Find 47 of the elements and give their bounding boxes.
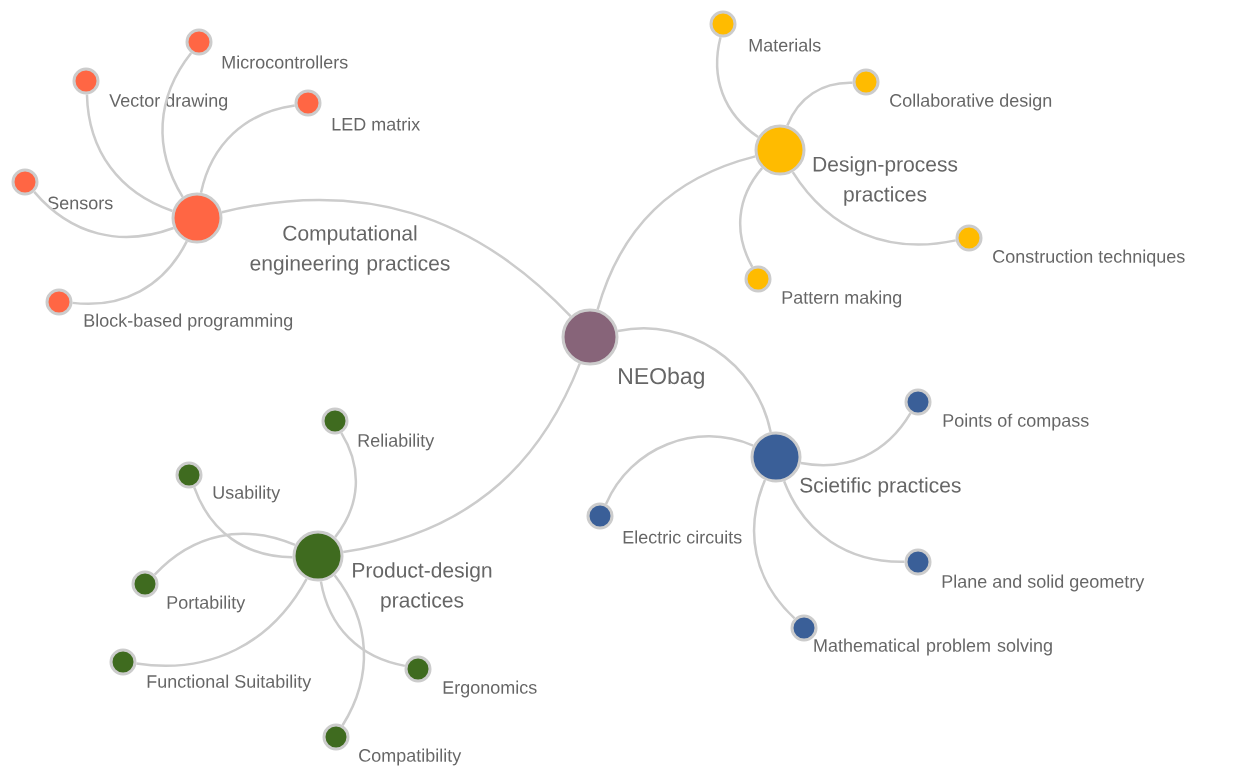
node-label: Product-design practices bbox=[353, 562, 492, 612]
node-label: Points of compass bbox=[943, 413, 1089, 431]
connector-line bbox=[221, 198, 572, 318]
node-label: Collaborative design bbox=[890, 93, 1052, 111]
node-label: Pattern making bbox=[782, 290, 902, 308]
node-label: NEObag bbox=[619, 367, 704, 389]
connector-line bbox=[193, 486, 293, 559]
connector-line bbox=[604, 435, 754, 505]
connector-line bbox=[334, 432, 357, 538]
connector-line bbox=[85, 94, 173, 213]
node-label: Microcontrollers bbox=[222, 55, 348, 69]
connector-line bbox=[786, 81, 853, 127]
node-label: Sensors bbox=[48, 196, 113, 210]
node-label: Functional Suitability bbox=[147, 674, 312, 692]
node-label: Construction techniques bbox=[993, 249, 1185, 267]
node-label: Ergonomics bbox=[443, 680, 537, 698]
node-label: Mathematical problem solving bbox=[814, 638, 1052, 656]
connector-line bbox=[715, 37, 759, 138]
connector-line bbox=[791, 171, 956, 246]
connector-line bbox=[800, 412, 912, 467]
connector-line bbox=[33, 191, 174, 239]
node-label: Block-based programming bbox=[84, 313, 293, 331]
node-label: Compatibility bbox=[359, 748, 462, 766]
node-label: Plane and solid geometry bbox=[942, 574, 1145, 592]
connector-line bbox=[199, 104, 295, 194]
connector-line bbox=[333, 574, 366, 726]
connector-line bbox=[782, 480, 905, 563]
connector-line bbox=[342, 363, 581, 554]
connector-line bbox=[161, 52, 193, 198]
node-label: Materials bbox=[749, 38, 821, 52]
node-label: Reliability bbox=[358, 433, 435, 451]
node-label: LED matrix bbox=[332, 117, 420, 131]
node-label: Computational engineering practices bbox=[250, 225, 450, 275]
node-label: Vector drawing bbox=[109, 93, 228, 111]
connector-line bbox=[136, 578, 308, 667]
connector-line bbox=[72, 240, 188, 305]
node-label: Usability bbox=[213, 485, 281, 503]
node-label: Design-process practices bbox=[813, 156, 958, 206]
connector-line bbox=[752, 479, 796, 620]
connector-line bbox=[596, 155, 756, 310]
connector-line bbox=[153, 532, 296, 576]
node-label: Electric circuits bbox=[623, 530, 742, 544]
connector-line bbox=[738, 167, 764, 268]
node-label: Portability bbox=[167, 595, 246, 613]
node-label: Scietific practices bbox=[800, 477, 961, 497]
connector-line bbox=[319, 581, 406, 668]
connector-line bbox=[617, 327, 772, 433]
